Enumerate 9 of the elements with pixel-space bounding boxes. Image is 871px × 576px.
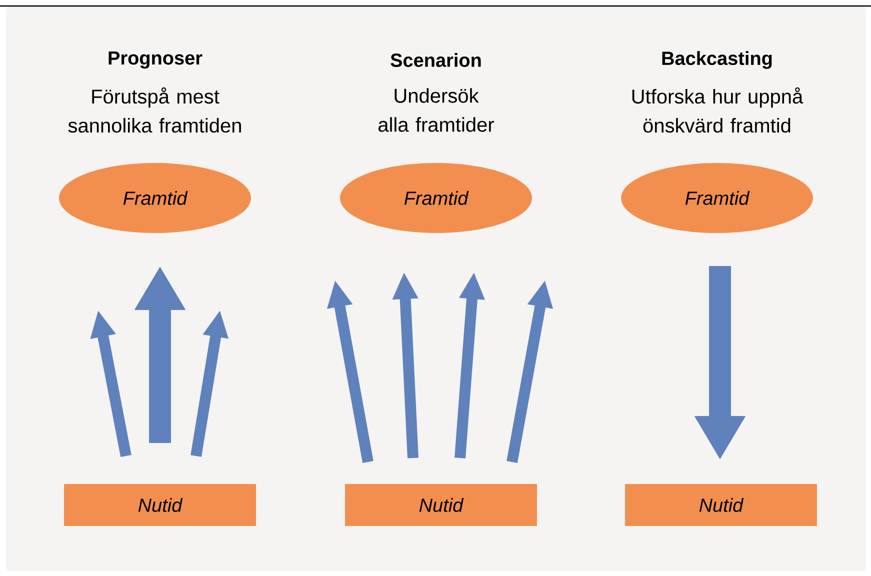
present-box: Nutid: [345, 484, 537, 526]
present-box: Nutid: [625, 484, 817, 526]
column-heading: Backcasting: [662, 51, 772, 69]
column-description: Förutspå mest sannolika framtiden: [68, 87, 241, 133]
column-heading: Prognoser: [108, 51, 202, 69]
column-description: Undersök alla framtider: [378, 88, 494, 132]
column-description: Utforska hur uppnå önskvärd framtid: [632, 87, 804, 133]
present-box: Nutid: [64, 484, 256, 526]
column-heading: Scenarion: [390, 53, 481, 67]
